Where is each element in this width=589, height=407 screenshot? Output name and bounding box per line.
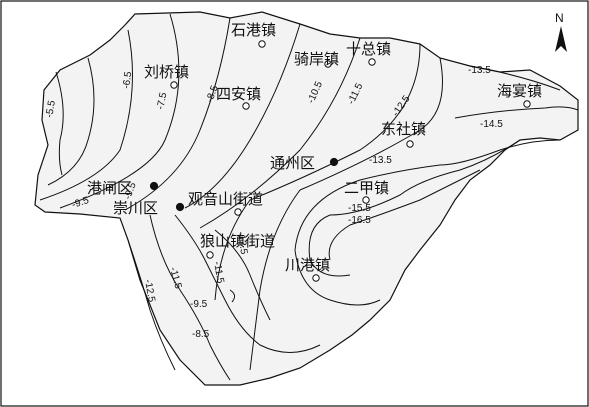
town-markers xyxy=(149,40,531,282)
town-labels: 石港镇 十总镇 骑岸镇 刘桥镇 四安镇 海宴镇 东社镇 通州区 港闸区 崇川区 … xyxy=(87,21,542,274)
isoline xyxy=(174,214,321,353)
town-label: 通州区 xyxy=(270,154,315,172)
isoline xyxy=(229,289,236,303)
town-label: 港闸区 xyxy=(87,179,132,197)
contour-label: -15.5 xyxy=(348,203,371,214)
contour-label: -11.5 xyxy=(211,261,226,285)
isoline xyxy=(469,65,561,91)
town-label: 四安镇 xyxy=(216,85,261,103)
contour-label: -14.5 xyxy=(480,119,503,130)
contour-label: -12.5 xyxy=(142,279,157,304)
marker-town-langshan xyxy=(206,251,214,259)
marker-town-qian xyxy=(324,60,332,68)
marker-district-gangzha xyxy=(149,181,159,191)
town-label: 观音山街道 xyxy=(188,190,263,208)
north-arrow-icon xyxy=(555,26,567,52)
isoline xyxy=(39,29,133,201)
marker-town-erjia xyxy=(362,196,370,204)
contour-label: -6.5 xyxy=(121,70,134,89)
isoline xyxy=(199,37,361,229)
contour-label: -8.5 xyxy=(192,329,210,340)
contour-label: -16.5 xyxy=(348,215,371,226)
marker-town-guanyinshan xyxy=(234,208,242,216)
contour-label: -7.5 xyxy=(155,91,169,111)
marker-town-dongshe xyxy=(406,140,414,148)
town-label: 十总镇 xyxy=(346,40,391,58)
contour-label: -9.5 xyxy=(190,299,208,310)
contour-label: -5.5 xyxy=(44,99,58,118)
isoline xyxy=(328,169,481,261)
isoline xyxy=(47,57,95,186)
isoline xyxy=(294,139,561,306)
marker-town-shigang xyxy=(258,40,266,48)
isoline xyxy=(184,23,301,209)
marker-district-tongzhou xyxy=(329,157,339,167)
contour-label: -9.5 xyxy=(71,195,91,211)
town-label: 二甲镇 xyxy=(344,179,389,197)
region-outline xyxy=(34,11,579,386)
north-label: N xyxy=(555,11,564,25)
isoline xyxy=(149,214,231,381)
isoline xyxy=(55,71,64,176)
town-label: 骑岸镇 xyxy=(294,50,339,68)
town-label: 崇川区 xyxy=(113,199,158,217)
contour-label: -12.5 xyxy=(235,231,249,256)
marker-town-haiyan xyxy=(523,100,531,108)
town-label: 狼山镇街道 xyxy=(200,232,275,250)
town-label: 刘桥镇 xyxy=(144,63,189,81)
contour-label: -13.5 xyxy=(369,155,392,166)
town-label: 海宴镇 xyxy=(497,82,542,100)
isoline xyxy=(127,239,176,371)
contour-label: -13.5 xyxy=(468,65,491,76)
north-arrow: N xyxy=(555,11,567,52)
isoline xyxy=(59,13,180,209)
marker-district-chongchuan xyxy=(175,202,185,212)
isoline xyxy=(249,57,443,371)
town-label: 川港镇 xyxy=(285,256,330,274)
isoline xyxy=(214,229,271,321)
marker-town-shizong xyxy=(368,58,376,66)
isolines xyxy=(39,13,579,381)
isoline xyxy=(308,139,521,277)
town-label: 石港镇 xyxy=(231,21,276,39)
marker-town-liuqiao xyxy=(170,81,178,89)
isoline xyxy=(454,106,579,119)
marker-town-chuangang xyxy=(312,274,320,282)
marker-town-sian xyxy=(242,102,250,110)
isoline xyxy=(214,43,421,301)
town-label: 东社镇 xyxy=(381,120,426,138)
